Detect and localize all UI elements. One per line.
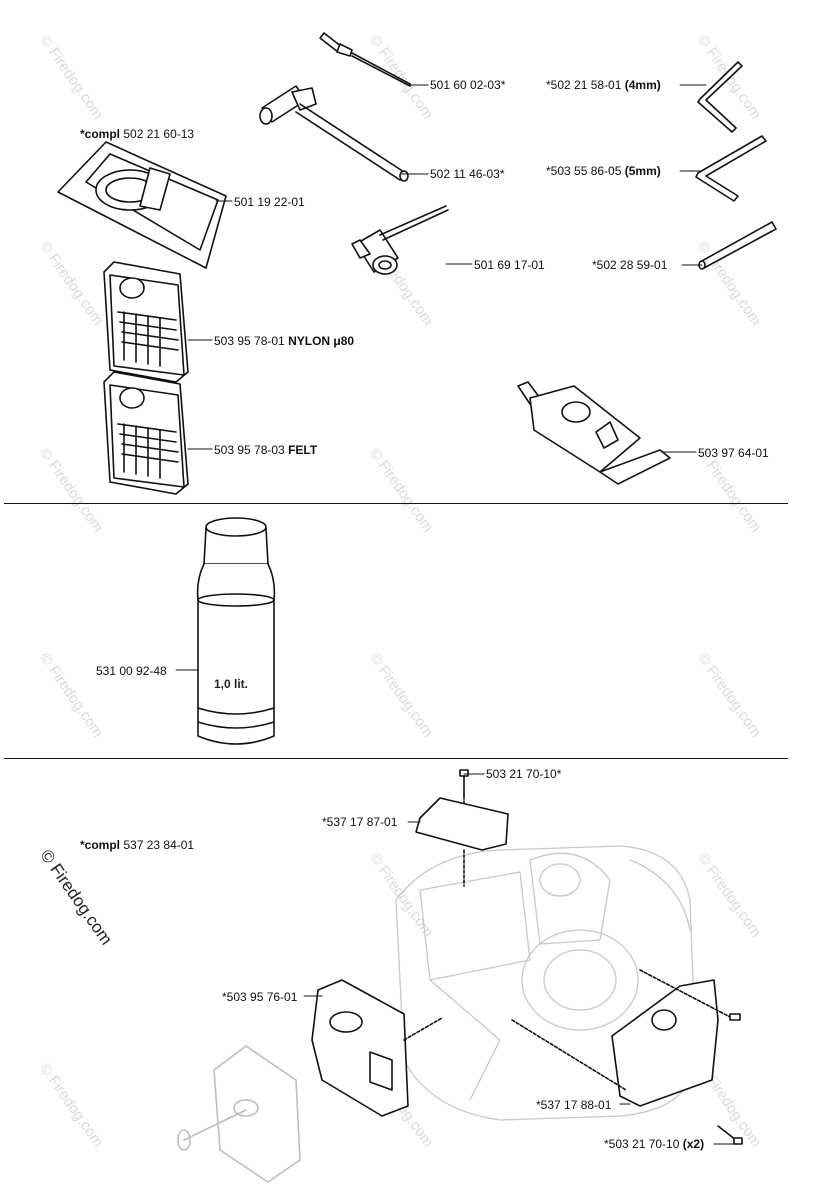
t-wrench-drawing xyxy=(259,85,409,182)
side-cover-drawing xyxy=(511,969,743,1145)
part-number: *503 95 76-01 xyxy=(222,990,298,1004)
air-filter-felt-drawing xyxy=(103,371,189,495)
top-cover-drawing xyxy=(415,797,509,887)
part-label-537-17-87-01: *537 17 87-01 xyxy=(322,815,397,829)
filter-housing-drawing xyxy=(311,979,443,1117)
part-number: 503 21 70-10* xyxy=(486,767,562,781)
socket-wrench-drawing xyxy=(351,205,449,275)
part-label-502-28-59-01: *502 28 59-01 xyxy=(592,258,667,272)
part-label-501-60-02-03: 501 60 02-03* xyxy=(430,78,505,92)
part-label-503-95-78-01: 503 95 78-01 NYLON μ80 xyxy=(214,334,354,348)
leader-lines xyxy=(175,84,735,1145)
part-note: NYLON μ80 xyxy=(288,334,355,348)
hex-key-4mm-drawing xyxy=(697,61,743,133)
part-note: (5mm) xyxy=(624,164,661,178)
part-note: FELT xyxy=(288,443,318,457)
screwdriver-drawing xyxy=(319,32,411,87)
part-number: *502 28 59-01 xyxy=(592,258,668,272)
part-number: *502 21 58-01 xyxy=(546,78,622,92)
part-number: 501 60 02-03* xyxy=(430,78,506,92)
part-label-501-69-17-01: 501 69 17-01 xyxy=(474,258,545,272)
part-number: 502 21 60-13 xyxy=(123,127,195,141)
grease-gun-drawing xyxy=(517,381,671,485)
part-number: 537 23 84-01 xyxy=(123,838,195,852)
part-number: 502 11 46-03* xyxy=(430,167,505,181)
part-number: *503 55 86-05 xyxy=(546,164,622,178)
filter-cover-drawing xyxy=(177,1045,301,1183)
part-label-503-55-86-05: *503 55 86-05 (5mm) xyxy=(546,164,661,178)
compl-label-bottom: *compl 537 23 84-01 xyxy=(80,838,194,852)
part-number: 503 97 64-01 xyxy=(698,446,769,460)
part-number: 501 69 17-01 xyxy=(474,258,545,272)
part-label-502-21-58-01: *502 21 58-01 (4mm) xyxy=(546,78,661,92)
air-filter-nylon-drawing xyxy=(103,261,189,383)
part-note: (4mm) xyxy=(624,78,661,92)
bottle-volume-label: 1,0 lit. xyxy=(214,677,249,691)
part-number: 501 19 22-01 xyxy=(234,195,305,209)
compl-prefix: *compl xyxy=(80,838,121,852)
oil-bottle-drawing xyxy=(196,517,276,745)
part-label-503-97-64-01: 503 97 64-01 xyxy=(698,446,769,460)
part-label-503-95-76-01: *503 95 76-01 xyxy=(222,990,297,1004)
part-number: *537 17 88-01 xyxy=(536,1098,612,1112)
part-number: *503 21 70-10 xyxy=(604,1137,680,1151)
section-divider xyxy=(4,758,788,759)
part-label-502-11-46-03: 502 11 46-03* xyxy=(430,167,505,181)
part-label-537-17-88-01: *537 17 88-01 xyxy=(536,1098,611,1112)
compl-prefix: *compl xyxy=(80,127,121,141)
part-label-501-19-22-01: 501 19 22-01 xyxy=(234,195,305,209)
part-label-503-21-70-10-x2: *503 21 70-10 (x2) xyxy=(604,1137,704,1151)
part-number: *537 17 87-01 xyxy=(322,815,398,829)
part-label-503-95-78-03: 503 95 78-03 FELT xyxy=(214,443,317,457)
bag-drawing xyxy=(57,141,227,269)
pin-drawing xyxy=(698,221,777,270)
part-number: 503 95 78-01 xyxy=(214,334,285,348)
section-divider xyxy=(4,503,788,504)
compl-label-top: *compl 502 21 60-13 xyxy=(80,127,194,141)
part-note: (x2) xyxy=(682,1137,705,1151)
part-number: 503 95 78-03 xyxy=(214,443,285,457)
part-label-503-21-70-10: 503 21 70-10* xyxy=(486,767,561,781)
part-number: 531 00 92-48 xyxy=(96,664,167,678)
part-label-531-00-92-48: 531 00 92-48 xyxy=(96,664,167,678)
hex-key-5mm-drawing xyxy=(695,135,767,202)
